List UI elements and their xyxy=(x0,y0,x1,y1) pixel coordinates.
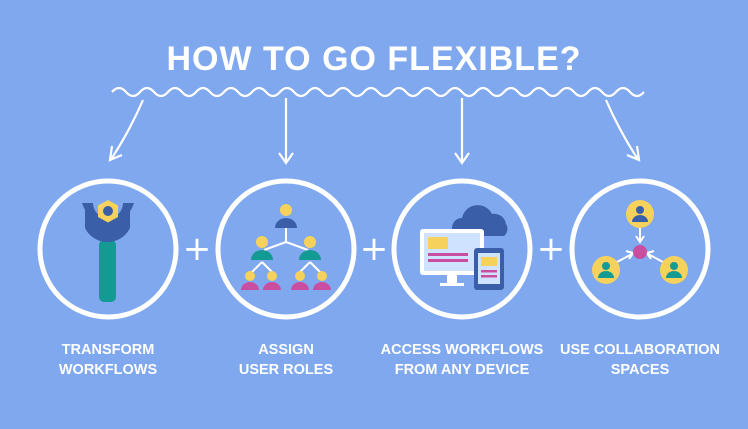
wavy-line xyxy=(111,86,645,98)
step-label-4: USE COLLABORATION SPACES xyxy=(550,340,730,380)
step-label-1-line-2: WORKFLOWS xyxy=(58,362,158,378)
plus-3: + xyxy=(537,229,566,269)
page-title: HOW TO GO FLEXIBLE? xyxy=(166,40,582,78)
step-circle-1 xyxy=(37,178,179,320)
arrow-4-head xyxy=(626,145,641,162)
arrow-4 xyxy=(604,99,638,159)
wrench-icon xyxy=(82,200,134,302)
step-label-3-line-1: ACCESS WORKFLOWS xyxy=(380,342,544,358)
collaboration-icon xyxy=(592,200,688,284)
step-circle-2 xyxy=(215,178,357,320)
step-label-4-line-2: SPACES xyxy=(610,362,670,378)
step-circle-4 xyxy=(569,178,711,320)
step-label-1-line-1: TRANSFORM xyxy=(61,342,155,358)
step-label-2-line-2: USER ROLES xyxy=(238,362,334,378)
step-label-2: ASSIGN USER ROLES xyxy=(196,340,376,380)
step-circle-3 xyxy=(391,178,533,320)
org-chart-icon xyxy=(241,204,331,290)
plus-2: + xyxy=(360,229,389,269)
step-label-1: TRANSFORM WORKFLOWS xyxy=(18,340,198,380)
step-label-3: ACCESS WORKFLOWS FROM ANY DEVICE xyxy=(372,340,552,380)
step-label-2-line-1: ASSIGN xyxy=(258,342,314,358)
step-label-4-line-1: USE COLLABORATION xyxy=(559,342,721,358)
arrow-3-head xyxy=(454,152,470,165)
step-label-3-line-2: FROM ANY DEVICE xyxy=(394,362,530,378)
arrow-1-head xyxy=(108,145,123,162)
arrow-2-head xyxy=(278,152,294,165)
plus-1: + xyxy=(183,229,212,269)
devices-cloud-icon xyxy=(420,205,508,290)
arrow-1 xyxy=(111,99,145,159)
